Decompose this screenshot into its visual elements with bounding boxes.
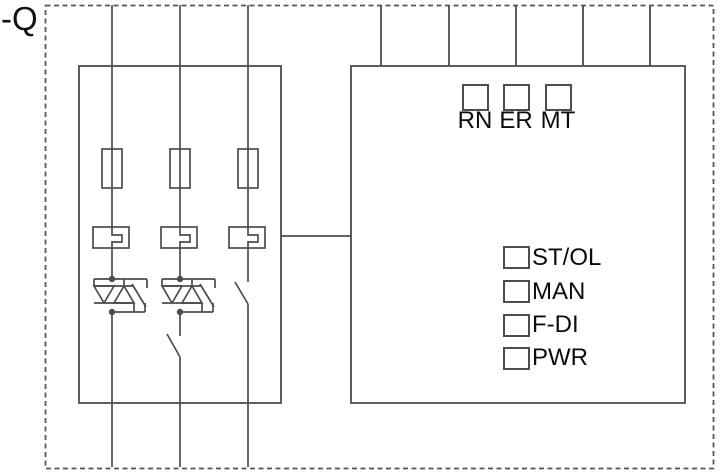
junction-dot	[108, 275, 116, 283]
thyristor-pair-2	[160, 278, 216, 312]
bypass-contact-2	[180, 283, 215, 313]
contact-blade-2	[199, 283, 215, 308]
led-man-label: MAN	[532, 278, 586, 305]
overload-symbol-1	[92, 226, 130, 249]
led-rn-label: RN	[457, 107, 493, 134]
phase-line-3	[228, 5, 266, 467]
led-mt	[545, 84, 572, 111]
phase-line-1	[92, 5, 148, 467]
junction-dot	[176, 308, 184, 316]
led-man	[503, 280, 530, 303]
led-pwr-label: PWR	[532, 344, 588, 371]
phase3-conductor-upper	[247, 5, 259, 282]
contact-blade-3	[234, 281, 249, 305]
fuse-symbol-1	[101, 148, 123, 189]
led-er	[503, 84, 530, 111]
junction-dot	[176, 275, 184, 283]
fuse-symbol-2	[169, 148, 191, 189]
led-st-ol-label: ST/OL	[532, 244, 602, 271]
control-terminal-lines	[380, 5, 651, 66]
led-f-di-label: F-DI	[532, 311, 579, 338]
thyristor-pair-1	[92, 278, 148, 312]
junction-dot	[108, 308, 116, 316]
led-rn	[462, 84, 489, 111]
phase1-conductor-upper	[111, 5, 123, 279]
contact-blade-1	[131, 283, 147, 308]
led-st-ol	[503, 246, 530, 269]
led-mt-label: MT	[540, 107, 576, 134]
led-pwr	[503, 347, 530, 370]
series-contact-phase3	[234, 281, 249, 467]
led-er-label: ER	[499, 107, 533, 134]
bypass-contact-1	[112, 283, 147, 313]
phase2-conductor-upper	[179, 5, 191, 279]
fuse-symbol-3	[237, 148, 259, 189]
overload-symbol-3	[228, 226, 266, 249]
series-contact-phase2	[166, 312, 181, 467]
control-section-block	[350, 65, 686, 404]
led-f-di	[503, 314, 530, 337]
device-boundary-dashed	[44, 4, 715, 470]
phase-line-2	[160, 5, 216, 467]
contact-blade-series	[166, 333, 181, 358]
device-designation-label: -Q	[1, 0, 38, 37]
overload-symbol-2	[160, 226, 198, 249]
